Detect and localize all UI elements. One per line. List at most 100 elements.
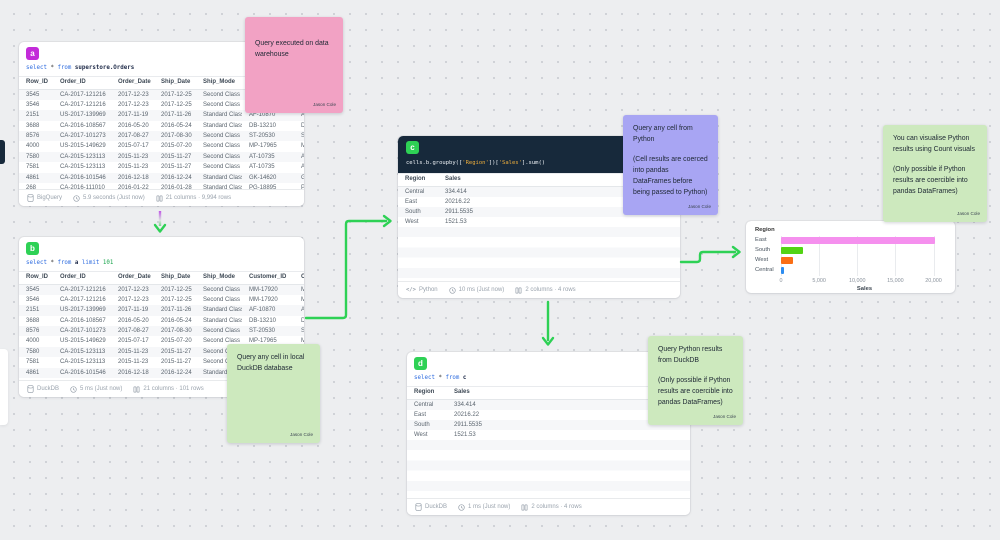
table-cell: 2017-12-23 — [118, 101, 149, 108]
sql-editor-a[interactable]: select * from superstore.Orders — [26, 65, 297, 71]
table-cell: 2015-07-20 — [161, 338, 192, 345]
table-cell: AT-10735 — [249, 164, 275, 171]
sql-operator: * — [50, 260, 54, 266]
table-cell: AF-10870 — [249, 307, 276, 314]
column-header: Sales — [445, 176, 461, 182]
column-header: Ship_Mode — [203, 79, 236, 85]
table-cell: CA-2015-123113 — [60, 153, 106, 160]
table-cell: 2015-11-23 — [118, 359, 149, 366]
table-cell: 1521.53 — [454, 432, 476, 439]
table-cell: US-2017-139969 — [60, 112, 106, 119]
python-icon: </> — [406, 287, 416, 293]
table-cell: Second Class — [203, 328, 241, 335]
table-cell: Mic — [301, 338, 304, 345]
sql-editor-d[interactable]: select * from c — [414, 375, 683, 381]
table-row: Central 334.414 — [407, 399, 690, 410]
table-cell: 4000 — [26, 338, 40, 345]
sticky-note-visualise[interactable]: You can visualise Python results using C… — [883, 125, 987, 222]
sql-editor-b[interactable]: select * from a limit 101 — [26, 260, 297, 266]
sticky-note-python-coerce[interactable]: Query any cell from Python (Cell results… — [623, 115, 718, 215]
columns-icon — [521, 504, 528, 510]
table-cell: 2015-07-17 — [118, 338, 149, 345]
table-cell: 2016-05-24 — [161, 122, 192, 129]
sticky-note-python-from-duckdb[interactable]: Query Python results from DuckDB (Only p… — [648, 336, 743, 425]
table-cell: CA-2017-101273 — [60, 328, 106, 335]
py-code: ].sum() — [521, 160, 546, 166]
table-cell: CA-2015-123113 — [60, 359, 106, 366]
duration-label: 10 ms (Just now) — [458, 287, 505, 293]
cell-footer-d: DuckDB 1 ms (Just now) 2 columns · 4 row… — [407, 498, 690, 515]
table-cell: 7580 — [26, 348, 40, 355]
table-row: South 2911.5535 — [407, 419, 690, 431]
table-cell: 3546 — [26, 101, 40, 108]
table-cell: 2017-12-23 — [118, 286, 149, 293]
engine-label: BigQuery — [37, 195, 63, 201]
table-cell: Pau — [301, 185, 304, 189]
column-header: Sales — [454, 389, 470, 395]
table-cell: 2911.5535 — [454, 421, 482, 428]
gridline — [933, 236, 935, 276]
cell-badge-c[interactable]: c — [406, 141, 419, 154]
bar-row — [781, 236, 948, 246]
table-empty-area — [407, 440, 690, 498]
py-code: cells.b.groupby([ — [406, 160, 463, 166]
cell-badge-b[interactable]: b — [26, 242, 39, 255]
table-cell: 3688 — [26, 317, 40, 324]
database-icon — [415, 503, 422, 511]
table-cell: US-2017-139969 — [60, 307, 106, 314]
cell-badge-a[interactable]: a — [26, 47, 39, 60]
table-cell: Second Class — [203, 348, 241, 355]
bar-south[interactable] — [781, 247, 804, 255]
sql-keyword: limit — [81, 260, 100, 266]
table-cell: 2015-11-23 — [118, 164, 149, 171]
table-cell: Standard Class — [203, 112, 242, 119]
table-cell: South — [405, 208, 421, 215]
cell-badge-d[interactable]: d — [414, 357, 427, 370]
table-cell: Standard Class — [203, 122, 242, 129]
table-cell: CA-2017-121216 — [60, 91, 106, 98]
column-header: Ship_Date — [161, 79, 191, 85]
table-cell: MP-17965 — [249, 338, 277, 345]
python-editor-c[interactable]: cells.b.groupby(['Region'])['Sales'].sum… — [406, 160, 672, 166]
x-tick-label: 20,000 — [925, 277, 942, 284]
table-cell: Art — [301, 112, 304, 119]
table-cell: 3688 — [26, 122, 40, 129]
bar-central[interactable] — [781, 267, 784, 275]
table-cell: 2017-11-26 — [161, 112, 192, 119]
table-cell: 2016-05-24 — [161, 317, 192, 324]
sticky-note-warehouse[interactable]: Query executed on data warehouse Jason C… — [245, 17, 343, 113]
sticky-note-duckdb-local[interactable]: Query any cell in local DuckDB database … — [227, 344, 320, 443]
sticky-text: Query executed on data warehouse — [255, 40, 329, 58]
table-cell: 2016-12-18 — [118, 174, 149, 181]
table-cell: Central — [414, 401, 434, 408]
table-cell: Standard Class — [203, 174, 242, 181]
table-cell: Second Class — [203, 101, 241, 108]
bar-east[interactable] — [781, 237, 936, 245]
table-cell: Ann — [301, 164, 304, 171]
engine-label: Python — [418, 287, 438, 293]
chart-y-axis-title: Region — [755, 227, 775, 233]
query-cell-c[interactable]: c cells.b.groupby(['Region'])['Sales'].s… — [398, 136, 680, 298]
table-cell: 334.414 — [454, 401, 476, 408]
bar-west[interactable] — [781, 257, 793, 265]
table-cell: Shu — [301, 328, 304, 335]
sql-table-ref: a — [74, 260, 79, 266]
table-cell: South — [414, 421, 430, 428]
database-icon — [27, 194, 34, 202]
engine-label: DuckDB — [37, 386, 60, 392]
table-cell: 3545 — [26, 91, 40, 98]
x-tick-label: 15,000 — [887, 277, 904, 284]
